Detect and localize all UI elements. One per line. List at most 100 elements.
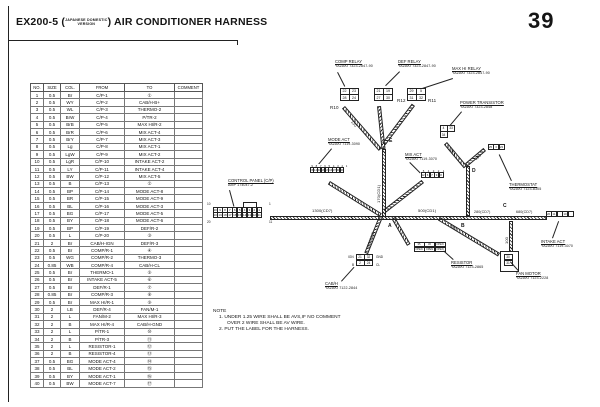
mix-act-leader	[409, 162, 421, 174]
pin-cell: 24	[349, 94, 359, 101]
table-cell: INTAKE ACT-2	[124, 157, 175, 166]
note-line-3: 2. PUT THE LABEL FOR THE HARNESS.	[219, 327, 309, 332]
table-cell: 30	[30, 305, 44, 314]
table-cell: LgR	[60, 157, 80, 166]
table-cell	[174, 342, 203, 351]
note-block: NOTE 1. UNDER 1.25 WIRE SHALL BE AVS,IF …	[213, 309, 341, 333]
cab-h-pin-b-label: B	[352, 263, 355, 267]
table-cell: COMP/R-4	[79, 260, 125, 270]
control-panel-leader	[229, 190, 235, 207]
table-cell: BR	[60, 194, 80, 203]
table-cell: BP	[60, 187, 80, 196]
table-cell: 10	[30, 157, 44, 166]
segment-label-trunk2: 500(CD1)	[418, 208, 437, 213]
table-cell: 16	[30, 201, 44, 211]
pin-cell: 14	[313, 167, 318, 173]
control-panel-part: AMP 174047-2	[228, 183, 254, 187]
table-cell: BG	[60, 209, 80, 218]
table-cell: MODE ACT-3	[124, 201, 175, 211]
pin-cell: 12	[251, 212, 258, 218]
table-cell	[174, 379, 203, 388]
col-header-comment: COMMENT	[174, 83, 203, 92]
table-cell: 0.5	[43, 246, 61, 255]
table-cell: C/P-20	[79, 231, 125, 240]
table-cell: WL	[60, 105, 80, 115]
table-cell: MODE ACT-9	[124, 194, 175, 203]
resistor-label: RESISTOR YAZAKI 7123-2865	[451, 260, 483, 270]
table-cell	[174, 320, 203, 329]
table-cell: 31	[30, 312, 44, 322]
table-cell: RESISTOR-4	[79, 349, 125, 359]
junction-b: B	[461, 223, 465, 229]
table-cell: 18	[30, 216, 44, 226]
max-hi-relay-ref: R11	[428, 98, 437, 103]
table-cell: 0.5	[43, 164, 61, 174]
pin-cell: 37	[332, 167, 337, 173]
table-cell: 0.5	[43, 142, 61, 152]
table-cell: MAX HI/R-4	[79, 320, 125, 329]
pin-cell: 6	[324, 163, 326, 168]
table-cell: THERMO-3	[124, 253, 175, 263]
table-cell: 2	[43, 320, 61, 329]
table-cell: 25	[30, 268, 44, 277]
fan-motor-label: FAN MOTOR YAZAKI 7123-2228	[516, 271, 548, 281]
table-cell: C/P-1	[79, 90, 125, 100]
pin-cell: 24	[364, 259, 373, 266]
note-title: NOTE	[213, 309, 227, 314]
table-cell: BL	[60, 201, 80, 211]
table-cell: C/P-13	[79, 179, 125, 189]
fan-motor-connector: 30 31	[503, 253, 513, 266]
table-cell: L	[60, 312, 80, 322]
table-cell: 0.5	[43, 231, 61, 240]
table-cell: 0.5	[43, 283, 61, 292]
table-cell	[174, 135, 203, 144]
table-cell: CAB/H-CL	[124, 260, 175, 270]
resistor-leader	[443, 250, 454, 260]
pin-cell: 31	[406, 94, 417, 101]
table-cell: C/P-6	[79, 127, 125, 137]
max-hi-relay-name: MAX HI RELAY	[452, 66, 482, 71]
harness-riser-e	[382, 149, 386, 217]
table-cell: 2	[43, 327, 61, 336]
table-cell: ⑩	[124, 327, 175, 336]
def-relay-name: DEF RELAY	[398, 59, 421, 64]
table-cell	[174, 172, 203, 181]
page-title: EX200-5 ( JAPANESE DOMESTIC VERSION ) AI…	[16, 16, 267, 28]
table-cell	[174, 290, 203, 299]
intake-act-name: INTAKE ACT	[541, 239, 566, 244]
cab-h-label: CAB/H YAZAKI 7122-2844	[325, 281, 357, 291]
table-cell: 27	[30, 283, 44, 292]
table-cell: 0.5	[43, 135, 61, 144]
table-cell: 0.5	[43, 224, 61, 233]
table-cell: BG	[60, 357, 80, 366]
table-cell: 34	[30, 334, 44, 344]
table-cell: 2	[43, 305, 61, 314]
pin-cell: 33	[447, 124, 455, 132]
table-cell	[174, 334, 203, 344]
table-cell	[174, 105, 203, 115]
table-cell: 2	[43, 342, 61, 351]
table-cell: Br	[60, 297, 80, 307]
table-cell	[174, 216, 203, 226]
intake-act-label: INTAKE ACT YAZAKI 7119-3070	[541, 239, 573, 249]
table-cell: 0.5	[43, 364, 61, 373]
pin-cell: 2	[341, 163, 343, 168]
table-cell: P/TR-2	[124, 113, 175, 122]
table-cell: 0.5	[43, 209, 61, 218]
control-panel-notch	[243, 202, 257, 208]
table-cell: 37	[30, 357, 44, 366]
pin-cell: 7	[319, 163, 322, 168]
